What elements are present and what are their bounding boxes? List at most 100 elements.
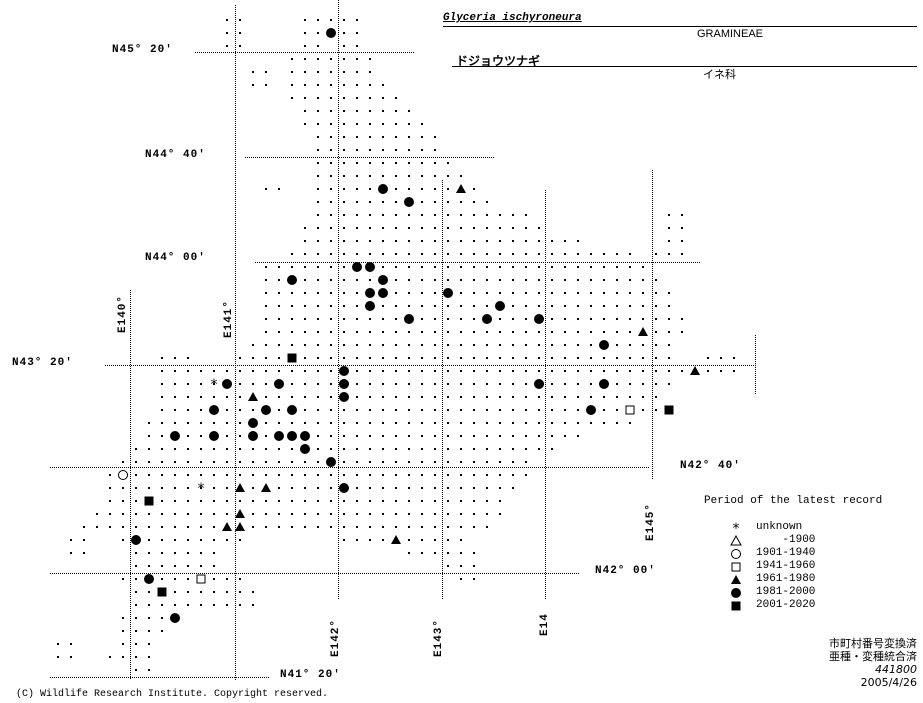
- grid-cell-dot: [473, 240, 475, 242]
- grid-cell-dot: [564, 318, 566, 320]
- grid-cell-dot: [330, 97, 332, 99]
- grid-cell-dot: [291, 331, 293, 333]
- grid-cell-dot: [122, 630, 124, 632]
- record-1981-2000-marker: [248, 418, 258, 428]
- grid-cell-dot: [213, 604, 215, 606]
- grid-cell-dot: [499, 357, 501, 359]
- grid-cell-dot: [200, 474, 202, 476]
- grid-cell-dot: [460, 474, 462, 476]
- grid-cell-dot: [122, 656, 124, 658]
- grid-cell-dot: [252, 357, 254, 359]
- latitude-label: N42° 40′: [680, 460, 741, 472]
- grid-cell-dot: [109, 526, 111, 528]
- grid-cell-dot: [278, 474, 280, 476]
- grid-cell-dot: [187, 565, 189, 567]
- grid-cell-dot: [577, 318, 579, 320]
- grid-cell-dot: [135, 591, 137, 593]
- grid-cell-dot: [434, 201, 436, 203]
- grid-cell-dot: [83, 539, 85, 541]
- grid-cell-dot: [447, 474, 449, 476]
- grid-cell-dot: [486, 253, 488, 255]
- grid-cell-dot: [421, 318, 423, 320]
- grid-cell-dot: [408, 279, 410, 281]
- grid-cell-dot: [382, 136, 384, 138]
- grid-cell-dot: [499, 500, 501, 502]
- latitude-label: N45° 20′: [112, 44, 173, 56]
- grid-cell-dot: [343, 162, 345, 164]
- grid-cell-dot: [460, 344, 462, 346]
- grid-cell-dot: [564, 422, 566, 424]
- grid-cell-dot: [330, 292, 332, 294]
- grid-cell-dot: [304, 513, 306, 515]
- grid-cell-dot: [473, 461, 475, 463]
- grid-cell-dot: [109, 656, 111, 658]
- grid-cell-dot: [356, 110, 358, 112]
- record-1981-2000-marker: [404, 314, 414, 324]
- grid-cell-dot: [564, 357, 566, 359]
- grid-cell-dot: [499, 487, 501, 489]
- grid-cell-dot: [395, 448, 397, 450]
- grid-cell-dot: [122, 513, 124, 515]
- grid-cell-dot: [330, 435, 332, 437]
- grid-cell-dot: [330, 396, 332, 398]
- grid-cell-dot: [408, 396, 410, 398]
- grid-cell-dot: [421, 175, 423, 177]
- grid-cell-dot: [473, 565, 475, 567]
- grid-cell-dot: [382, 357, 384, 359]
- grid-cell-dot: [473, 552, 475, 554]
- grid-cell-dot: [460, 461, 462, 463]
- grid-cell-dot: [265, 383, 267, 385]
- record-1981-2000-marker: [326, 28, 336, 38]
- grid-cell-dot: [629, 266, 631, 268]
- grid-cell-dot: [486, 487, 488, 489]
- grid-cell-dot: [356, 292, 358, 294]
- grid-cell-dot: [486, 474, 488, 476]
- grid-cell-dot: [408, 513, 410, 515]
- grid-cell-dot: [304, 45, 306, 47]
- grid-cell-dot: [395, 383, 397, 385]
- grid-cell-dot: [265, 305, 267, 307]
- record-1981-2000-marker: [352, 262, 362, 272]
- grid-cell-dot: [434, 344, 436, 346]
- scientific-name: Glyceria ischyroneura: [443, 12, 582, 24]
- grid-cell-dot: [330, 240, 332, 242]
- grid-cell-dot: [382, 97, 384, 99]
- grid-cell-dot: [655, 409, 657, 411]
- record-1981-2000-marker: [326, 457, 336, 467]
- grid-cell-dot: [200, 435, 202, 437]
- record-1981-2000-marker: [131, 535, 141, 545]
- record-1961-1980-marker: [638, 327, 648, 336]
- grid-cell-dot: [616, 279, 618, 281]
- grid-cell-dot: [330, 58, 332, 60]
- grid-cell-dot: [460, 383, 462, 385]
- grid-cell-dot: [161, 552, 163, 554]
- record-1981-2000-marker: [599, 340, 609, 350]
- grid-cell-dot: [330, 305, 332, 307]
- grid-cell-dot: [564, 292, 566, 294]
- grid-cell-dot: [356, 474, 358, 476]
- grid-cell-dot: [668, 253, 670, 255]
- grid-cell-dot: [434, 513, 436, 515]
- grid-cell-dot: [616, 409, 618, 411]
- grid-cell-dot: [174, 383, 176, 385]
- grid-cell-dot: [590, 318, 592, 320]
- grid-cell-dot: [460, 201, 462, 203]
- grid-cell-dot: [681, 253, 683, 255]
- grid-cell-dot: [174, 396, 176, 398]
- grid-cell-dot: [135, 487, 137, 489]
- grid-cell-dot: [395, 240, 397, 242]
- grid-cell-dot: [213, 370, 215, 372]
- grid-cell-dot: [304, 279, 306, 281]
- record-1981-2000-marker: [170, 431, 180, 441]
- grid-cell-dot: [187, 604, 189, 606]
- grid-cell-dot: [408, 214, 410, 216]
- grid-cell-dot: [603, 253, 605, 255]
- grid-cell-dot: [135, 513, 137, 515]
- grid-cell-dot: [226, 370, 228, 372]
- grid-cell-dot: [447, 513, 449, 515]
- grid-cell-dot: [460, 526, 462, 528]
- record-1961-1980-marker: [261, 483, 271, 492]
- grid-cell-dot: [421, 396, 423, 398]
- grid-cell-dot: [343, 188, 345, 190]
- grid-cell-dot: [330, 188, 332, 190]
